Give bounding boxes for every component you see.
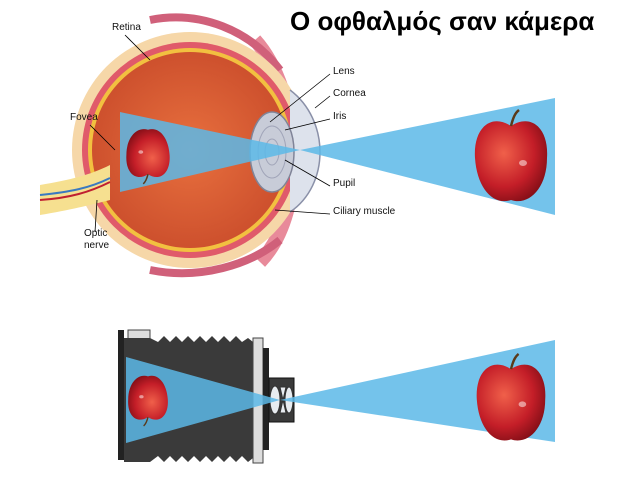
eye-muscle-bottom (149, 236, 283, 278)
label-ciliary-muscle: Ciliary muscle (333, 206, 396, 217)
label-optic: Optic (84, 228, 108, 239)
label-retina: Retina (112, 22, 141, 33)
label-fovea: Fovea (70, 112, 98, 123)
camera-light-beam-inside (126, 357, 280, 443)
label-lens: Lens (333, 66, 355, 77)
eye-muscle-top (149, 13, 284, 73)
label-pupil: Pupil (333, 178, 356, 189)
label-nerve: nerve (84, 240, 110, 251)
page-title: Ο οφθαλμός σαν κάμερα (290, 6, 595, 36)
label-cornea: Cornea (333, 88, 366, 99)
label-leader-lines (89, 34, 331, 233)
label-iris: Iris (333, 111, 347, 122)
